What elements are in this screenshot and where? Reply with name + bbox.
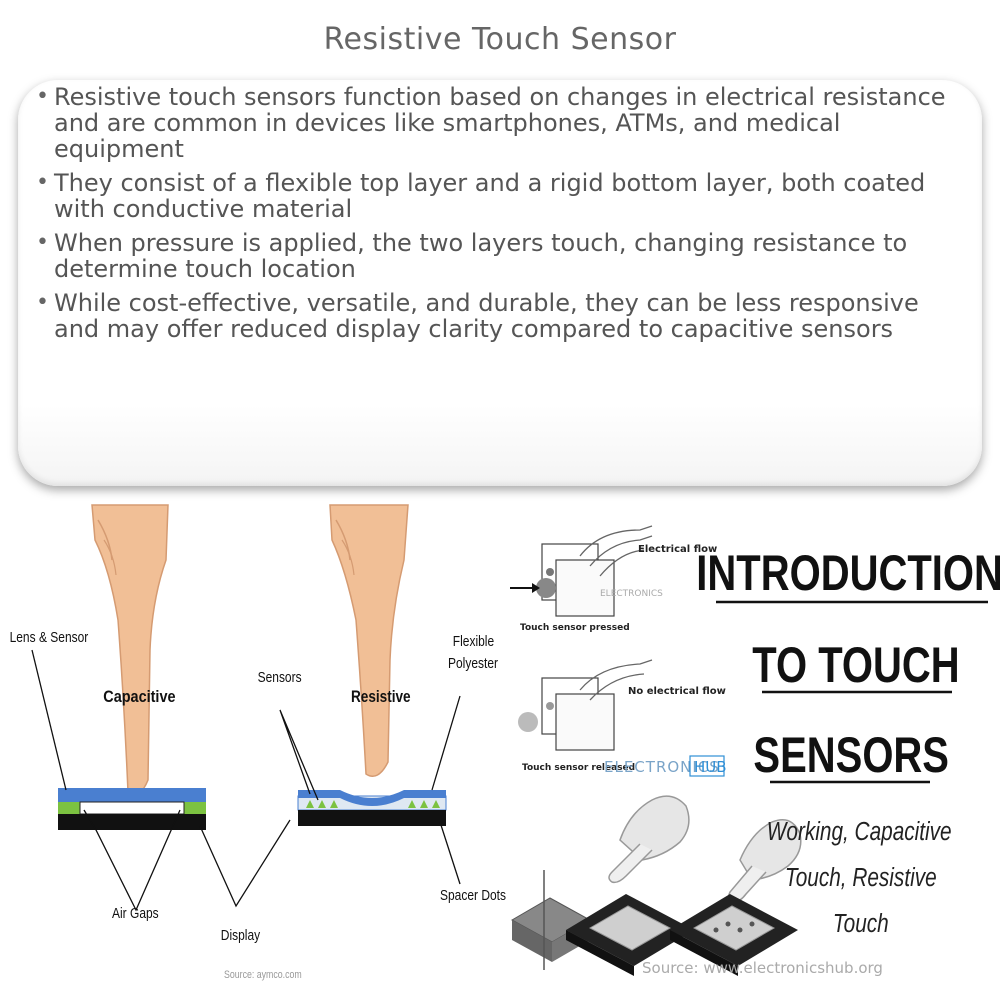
source-electronicshub: Source: www.electronicshub.org [642,959,883,977]
subline-2: Touch, Resistive [785,863,937,892]
capacitive-green-edge-right [184,802,206,814]
electronicshub-logo: ELECTRONICS HUB [604,755,727,777]
page-title: Resistive Touch Sensor [323,22,677,57]
label-display: Display [221,927,261,944]
label-electrical-flow: Electrical flow [638,544,717,555]
bullet-item: While cost-effective, versatile, and dur… [36,290,966,342]
bullet-item: They consist of a flexible top layer and… [36,170,966,222]
resistive-flexible-layer [298,790,446,806]
label-no-electrical-flow: No electrical flow [628,686,726,697]
touch-pads [510,870,798,976]
source-aymco: Source: aymco.com [224,969,302,981]
circuit-pressed: ELECTRONICS Electrical flow Touch sensor… [510,525,717,633]
brand-hub: HUB [694,758,727,776]
bullet-item: When pressure is applied, the two layers… [36,230,966,282]
label-polyester: Polyester [448,655,498,672]
subline-1: Working, Capacitive [767,817,952,846]
resistive-diagram: Resistive Sensors Flexible Polyester Spa… [258,504,506,904]
headline-line-2: TO TOUCH [752,637,959,693]
watermark-pressed: ELECTRONICS [600,589,663,599]
headline-line-3: SENSORS [753,727,949,783]
label-capacitive: Capacitive [103,688,175,706]
capacitive-sensor-layer [58,788,206,802]
pointing-hand-icon [608,795,802,903]
finger-capacitive-icon [91,504,169,795]
label-touch-released: Touch sensor released [522,763,635,773]
label-spacer-dots: Spacer Dots [440,887,506,904]
resistive-display-layer [298,810,446,826]
bullet-item: Resistive touch sensors function based o… [36,84,966,162]
capacitive-diagram: Capacitive Lens & Sensor Air Gaps Displa… [10,504,302,981]
capacitive-display-layer [58,814,206,830]
circuit-released: No electrical flow Touch sensor released [518,659,726,773]
capacitive-air-gap [79,801,185,815]
label-resistive: Resistive [351,688,411,707]
illustration: Capacitive Lens & Sensor Air Gaps Displa… [0,500,1000,1000]
label-air-gaps: Air Gaps [112,905,159,922]
bullet-list: Resistive touch sensors function based o… [36,84,966,350]
label-sensors: Sensors [258,669,302,686]
headline: INTRODUCTION TO TOUCH SENSORS Working, C… [696,545,1000,938]
finger-resistive-icon [329,504,409,777]
spacer-dots [306,800,440,808]
label-lens-sensor: Lens & Sensor [10,629,89,646]
capacitive-green-edge-left [58,802,80,814]
label-flexible: Flexible [453,633,494,650]
label-touch-pressed: Touch sensor pressed [520,623,630,633]
headline-line-1: INTRODUCTION [696,545,1000,601]
subline-3: Touch [833,909,889,938]
illustration-svg: Capacitive Lens & Sensor Air Gaps Displa… [10,504,1000,981]
